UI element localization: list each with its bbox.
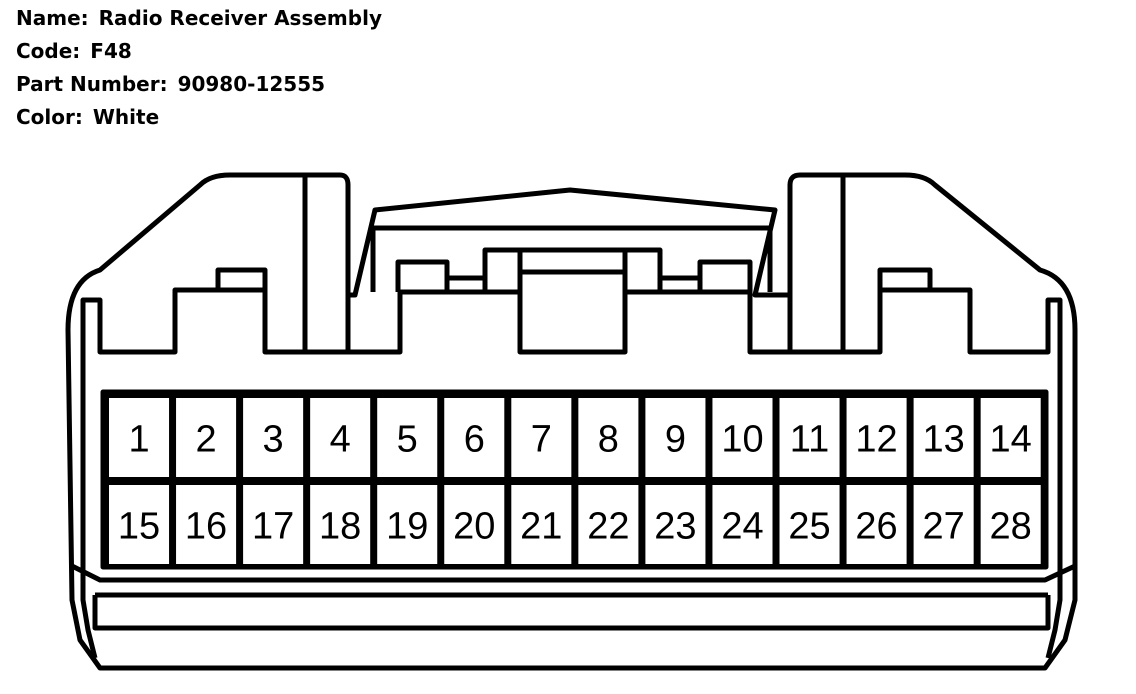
pin-cell-4 — [306, 394, 375, 481]
connector-info: Name: Radio Receiver Assembly Code: F48 Pa… — [16, 2, 382, 134]
pin-cell-24 — [708, 481, 777, 568]
housing-outline — [65, 172, 1078, 671]
latch-top — [370, 225, 773, 292]
pin-cell-13 — [909, 394, 978, 481]
pin-cell-8 — [574, 394, 643, 481]
pin-cell-7 — [507, 394, 576, 481]
right-post — [787, 175, 846, 352]
name-value: Radio Receiver Assembly — [98, 6, 382, 30]
pin-cell-23 — [641, 481, 710, 568]
pin-cell-6 — [440, 394, 509, 481]
color-value: White — [92, 105, 160, 129]
pin-cell-15 — [105, 481, 174, 568]
pin-number-28: 28 — [990, 506, 1032, 548]
pin-number-15: 15 — [118, 506, 160, 548]
pin-cell-12 — [842, 394, 911, 481]
left-post — [302, 175, 351, 352]
pin-number-11: 11 — [790, 419, 829, 461]
color-row: Color: White — [16, 101, 382, 134]
part-number-label: Part Number: — [16, 72, 168, 96]
pin-number-27: 27 — [922, 506, 964, 548]
latch-tabs — [395, 259, 753, 292]
pin-number-3: 3 — [263, 419, 284, 461]
pin-cell-22 — [574, 481, 643, 568]
pin-number-21: 21 — [520, 506, 562, 548]
pin-cell-14 — [976, 394, 1045, 481]
pin-cell-19 — [373, 481, 442, 568]
code-row: Code: F48 — [16, 35, 382, 68]
pin-cell-1 — [105, 394, 174, 481]
pin-cell-25 — [775, 481, 844, 568]
color-label: Color: — [16, 105, 83, 129]
pin-cell-2 — [172, 394, 241, 481]
pin-number-13: 13 — [922, 419, 964, 461]
left-bump — [215, 267, 268, 290]
pin-cell-20 — [440, 481, 509, 568]
pin-cell-5 — [373, 394, 442, 481]
pin-number-7: 7 — [531, 419, 552, 461]
pin-number-17: 17 — [252, 506, 294, 548]
pin-number-19: 19 — [386, 506, 428, 548]
pin-cell-21 — [507, 481, 576, 568]
pin-cell-11 — [775, 394, 844, 481]
name-row: Name: Radio Receiver Assembly — [16, 2, 382, 35]
pin-number-4: 4 — [330, 419, 351, 461]
pin-cell-9 — [641, 394, 710, 481]
pin-cell-10 — [708, 394, 777, 481]
pin-number-20: 20 — [453, 506, 495, 548]
pin-number-24: 24 — [721, 506, 763, 548]
pin-cell-3 — [239, 394, 308, 481]
pin-cell-28 — [976, 481, 1045, 568]
housing-inner-wall — [80, 287, 1063, 659]
pin-number-16: 16 — [185, 506, 227, 548]
pin-cell-17 — [239, 481, 308, 568]
pin-number-12: 12 — [855, 419, 897, 461]
pin-cell-16 — [172, 481, 241, 568]
pin-number-2: 2 — [196, 419, 217, 461]
pin-number-1: 1 — [128, 419, 149, 461]
pin-number-18: 18 — [319, 506, 361, 548]
pin-number-10: 10 — [721, 419, 763, 461]
pin-cell-18 — [306, 481, 375, 568]
code-value: F48 — [90, 39, 132, 63]
bottom-rail — [70, 563, 1077, 631]
pin-number-9: 9 — [665, 419, 686, 461]
latch-block — [482, 247, 663, 352]
pin-number-14: 14 — [990, 419, 1032, 461]
code-label: Code: — [16, 39, 81, 63]
pin-cell-26 — [842, 481, 911, 568]
pin-number-22: 22 — [587, 506, 629, 548]
pin-number-5: 5 — [397, 419, 418, 461]
pin-number-25: 25 — [788, 506, 830, 548]
pin-number-23: 23 — [654, 506, 696, 548]
part-number-row: Part Number: 90980-12555 — [16, 68, 382, 101]
pin-number-6: 6 — [464, 419, 485, 461]
pin-number-8: 8 — [598, 419, 619, 461]
part-number-value: 90980-12555 — [177, 72, 326, 96]
pin-number-26: 26 — [855, 506, 897, 548]
name-label: Name: — [16, 6, 89, 30]
pin-cell-27 — [909, 481, 978, 568]
right-bump — [877, 267, 933, 290]
